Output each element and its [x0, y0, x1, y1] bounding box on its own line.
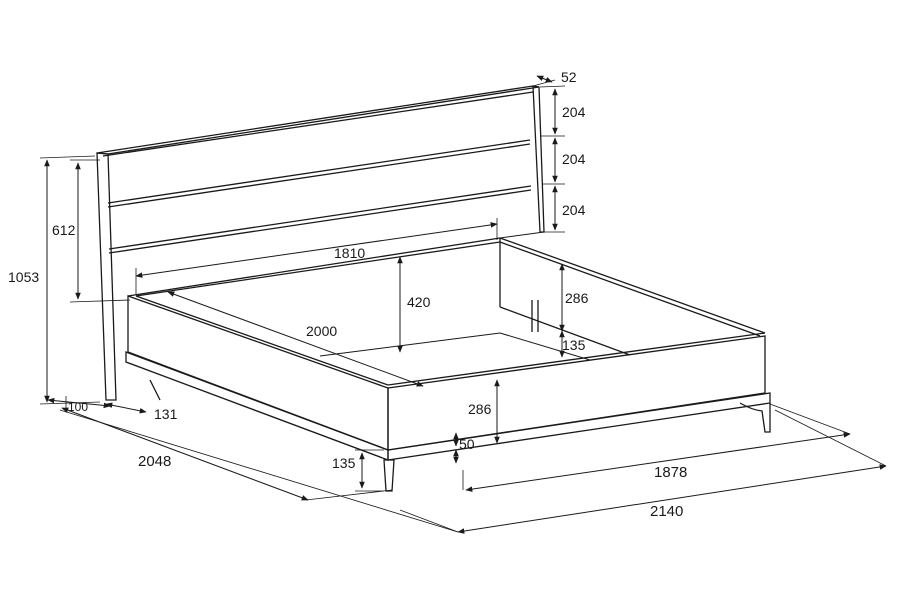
headboard-top-cap	[96, 85, 540, 155]
headboard-top-edge	[102, 91, 534, 157]
side-rail-right-inner-bottom	[499, 306, 631, 356]
panel-line-2	[108, 185, 532, 250]
dim-panel-bottom: 204	[562, 202, 586, 218]
dim-leg-height-front: 135	[332, 455, 356, 471]
leg-back-left	[149, 379, 161, 401]
dim-frame-width: 1878	[654, 464, 687, 481]
dim-side-rail-height-back: 286	[565, 290, 589, 306]
dim-total-length: 2048	[138, 453, 171, 470]
headboard-bottom-right	[499, 231, 545, 239]
dim-total-width: 2140	[650, 503, 683, 520]
dim-headboard-panel-height: 612	[52, 222, 76, 238]
dim-total-height: 1053	[8, 269, 39, 285]
dim-inner-length: 2000	[306, 323, 337, 339]
dim-headboard-thickness: 52	[561, 69, 577, 85]
inner-floor-back	[319, 332, 501, 357]
side-rail-left-top	[135, 295, 389, 386]
panel-line-1	[107, 139, 531, 204]
leg-front-right	[739, 402, 771, 433]
dim-side-rail-height-front: 286	[468, 401, 492, 417]
headboard-left-post	[96, 152, 117, 401]
inner-floor-right	[499, 332, 591, 361]
base-plinth-front	[387, 392, 771, 461]
side-rail-left	[127, 295, 389, 451]
dim-inner-depth: 420	[407, 294, 431, 310]
foot-rail-top	[387, 332, 766, 386]
legs	[149, 379, 771, 492]
dimension-labels: 52 204 204 204 612 1053 1810 420 2000 28…	[8, 69, 687, 520]
headboard-right-post	[532, 85, 545, 233]
dim-leg-height-back: 135	[562, 337, 586, 353]
dim-base-gap: 50	[459, 436, 475, 452]
panel-line-1b	[107, 143, 531, 208]
headboard	[96, 85, 545, 401]
dim-inner-width: 1810	[334, 245, 365, 261]
dim-headboard-post: 100	[68, 400, 88, 414]
head-rail-top	[127, 237, 501, 297]
side-rail-right-top-inner	[499, 241, 761, 337]
dimension-lines	[39, 75, 887, 534]
bed-frame	[125, 237, 771, 461]
leg-front-left	[383, 459, 395, 492]
side-rail-right-top	[499, 237, 766, 334]
foot-rail	[387, 335, 766, 451]
dim-headboard-offset: 131	[154, 406, 178, 422]
dim-panel-mid: 204	[562, 151, 586, 167]
dim-panel-top: 204	[562, 104, 586, 120]
